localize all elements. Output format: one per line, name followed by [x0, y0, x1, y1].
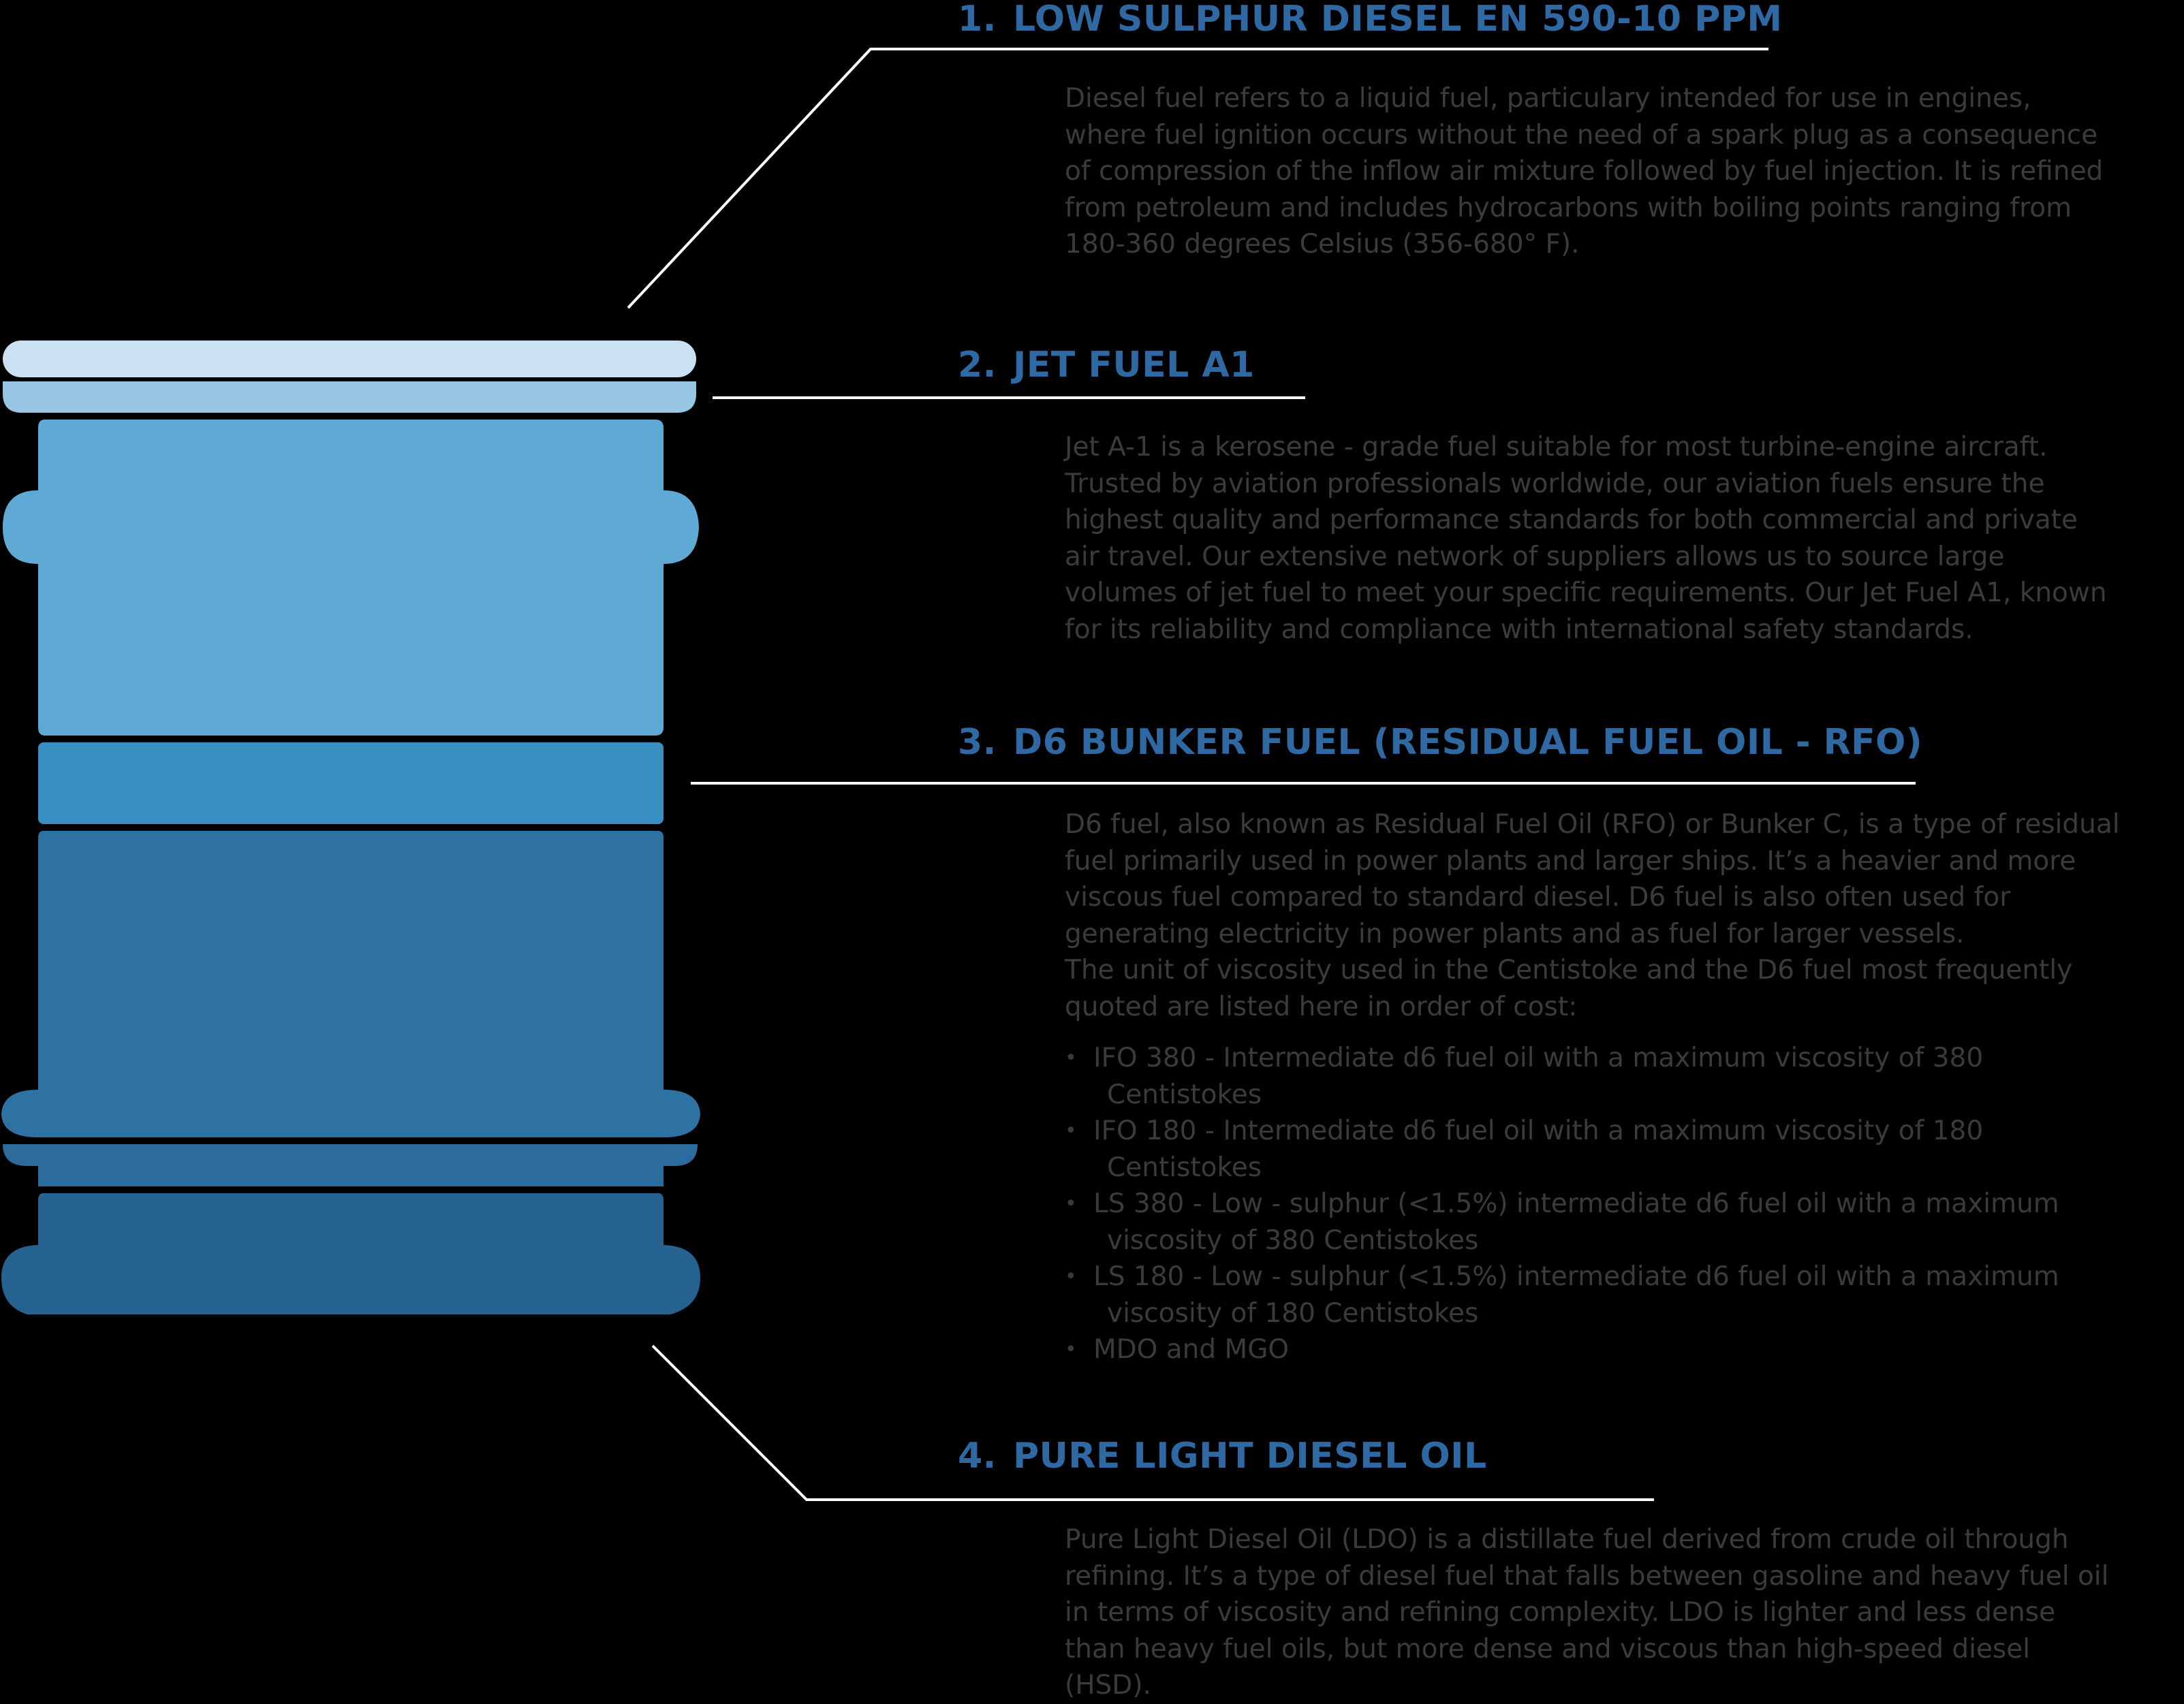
list-item: • IFO 380 - Intermediate d6 fuel oil wit…: [1065, 1040, 2182, 1113]
description-line: generating electricity in power plants a…: [1065, 918, 1965, 949]
section-title-text: LOW SULPHUR DIESEL EN 590-10 PPM: [1012, 0, 1783, 40]
barrel-lid-top: [3, 341, 696, 377]
description-line: (HSD).: [1065, 1670, 1151, 1701]
barrel-lid-bottom: [3, 381, 696, 413]
list-item-text: MDO and MGO: [1093, 1334, 1290, 1365]
description-line: of compression of the inflow air mixture…: [1065, 156, 2104, 187]
bullet-icon: •: [1065, 1192, 1077, 1216]
list-item-text: IFO 180 - Intermediate d6 fuel oil with …: [1093, 1116, 1984, 1146]
description-line: from petroleum and includes hydrocarbons…: [1065, 192, 2072, 223]
list-item: • LS 380 - Low - sulphur (<1.5%) interme…: [1065, 1186, 2182, 1259]
description-line: The unit of viscosity used in the Centis…: [1065, 955, 2073, 985]
description-line: than heavy fuel oils, but more dense and…: [1065, 1633, 2031, 1664]
barrel-lower-section: [1, 1193, 700, 1314]
section-number: 4.: [958, 1436, 997, 1477]
list-item-text-continued: viscosity of 380 Centistokes: [1107, 1225, 1479, 1256]
description-line: Trusted by aviation professionals worldw…: [1065, 468, 2045, 499]
barrel-lower-ring: [3, 1144, 698, 1186]
section-description: Pure Light Diesel Oil (LDO) is a distill…: [1065, 1521, 2182, 1704]
description-line: Diesel fuel refers to a liquid fuel, par…: [1065, 83, 2031, 114]
section-number: 2.: [958, 345, 997, 385]
list-item-text: LS 180 - Low - sulphur (<1.5%) intermedi…: [1093, 1261, 2059, 1292]
description-line: D6 fuel, also known as Residual Fuel Oil…: [1065, 809, 2120, 840]
list-item: • MDO and MGO: [1065, 1331, 2182, 1368]
list-item: • IFO 180 - Intermediate d6 fuel oil wit…: [1065, 1113, 2182, 1186]
description-line: for its reliability and compliance with …: [1065, 614, 1974, 645]
fuel-barrel-illustration: [1, 341, 700, 1314]
section-description: D6 fuel, also known as Residual Fuel Oil…: [1065, 806, 2182, 1368]
list-item-text-continued: viscosity of 180 Centistokes: [1107, 1297, 1479, 1329]
section-title-text: PURE LIGHT DIESEL OIL: [1012, 1436, 1487, 1477]
section-title: 3. D6 BUNKER FUEL (RESIDUAL FUEL OIL - RF…: [958, 722, 1922, 763]
barrel-middle-section: [1, 831, 700, 1137]
section-number: 3.: [958, 722, 997, 763]
description-line: Jet A-1 is a kerosene - grade fuel suita…: [1065, 432, 2048, 462]
section-number: 1.: [958, 0, 997, 40]
list-item-text-continued: Centistokes: [1107, 1079, 1262, 1110]
description-line: in terms of viscosity and refining compl…: [1065, 1597, 2056, 1628]
fuel-grade-list: • IFO 380 - Intermediate d6 fuel oil wit…: [1065, 1040, 2182, 1368]
description-line: highest quality and performance standard…: [1065, 505, 2078, 535]
list-item-text: LS 380 - Low - sulphur (<1.5%) intermedi…: [1093, 1188, 2059, 1219]
list-item-text-continued: Centistokes: [1107, 1152, 1262, 1183]
description-line: quoted are listed here in order of cost:: [1065, 991, 1578, 1022]
bullet-icon: •: [1065, 1119, 1077, 1143]
description-line: air travel. Our extensive network of sup…: [1065, 541, 2005, 572]
section-title: 2. JET FUEL A1: [958, 345, 1255, 385]
barrel-upper-section: [3, 420, 699, 736]
section-title-text: JET FUEL A1: [1012, 345, 1255, 385]
section-title: 4. PURE LIGHT DIESEL OIL: [958, 1436, 1487, 1477]
barrel-band: [38, 742, 664, 824]
description-line: Pure Light Diesel Oil (LDO) is a distill…: [1065, 1524, 2069, 1555]
description-line: volumes of jet fuel to meet your specifi…: [1065, 578, 2107, 608]
list-item: • LS 180 - Low - sulphur (<1.5%) interme…: [1065, 1259, 2182, 1331]
description-line: refining. It’s a type of diesel fuel tha…: [1065, 1560, 2109, 1592]
bullet-icon: •: [1065, 1265, 1077, 1289]
bullet-icon: •: [1065, 1338, 1077, 1361]
description-line: fuel primarily used in power plants and …: [1065, 845, 2076, 877]
section-title-text: D6 BUNKER FUEL (RESIDUAL FUEL OIL - RFO): [1012, 722, 1923, 763]
description-line: viscous fuel compared to standard diesel…: [1065, 882, 2011, 913]
description-line: 180-360 degrees Celsius (356-680° F).: [1065, 229, 1580, 259]
description-line: where fuel ignition occurs without the n…: [1065, 119, 2098, 151]
section-title: 1. LOW SULPHUR DIESEL EN 590-10 PPM: [958, 0, 1783, 40]
section-description: Jet A-1 is a kerosene - grade fuel suita…: [1065, 429, 2182, 648]
bullet-icon: •: [1065, 1046, 1077, 1070]
section-description: Diesel fuel refers to a liquid fuel, par…: [1065, 80, 2182, 263]
connector-line-4: [651, 1344, 1654, 1501]
list-item-text: IFO 380 - Intermediate d6 fuel oil with …: [1093, 1043, 1984, 1073]
